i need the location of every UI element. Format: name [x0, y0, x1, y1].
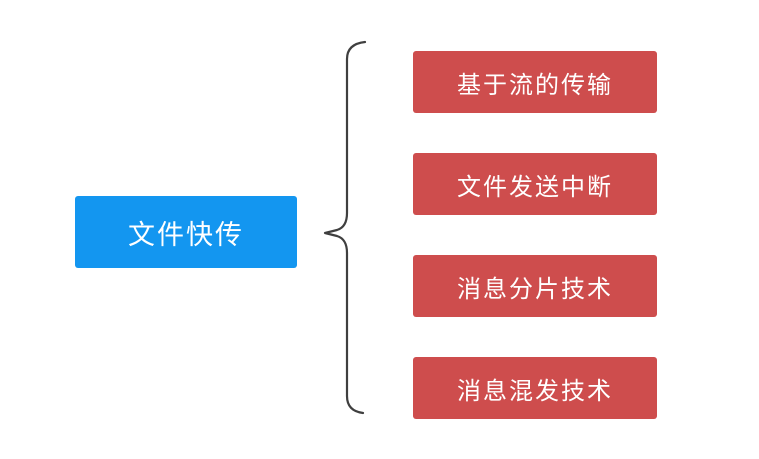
curly-brace-icon: [323, 40, 367, 415]
branch-node-label: 基于流的传输: [457, 71, 613, 99]
branch-node-label: 文件发送中断: [457, 173, 613, 201]
branch-node-stream-transfer[interactable]: 基于流的传输: [413, 51, 657, 113]
branch-node-message-mixing[interactable]: 消息混发技术: [413, 357, 657, 419]
root-node-label: 文件快传: [128, 219, 244, 250]
curly-brace-connector: [315, 35, 375, 420]
branch-node-label: 消息分片技术: [457, 275, 613, 303]
branch-node-send-interrupt[interactable]: 文件发送中断: [413, 153, 657, 215]
branch-list: 基于流的传输 文件发送中断 消息分片技术 消息混发技术: [413, 51, 657, 419]
branch-node-message-sharding[interactable]: 消息分片技术: [413, 255, 657, 317]
branch-node-label: 消息混发技术: [457, 377, 613, 405]
root-node[interactable]: 文件快传: [75, 196, 297, 268]
